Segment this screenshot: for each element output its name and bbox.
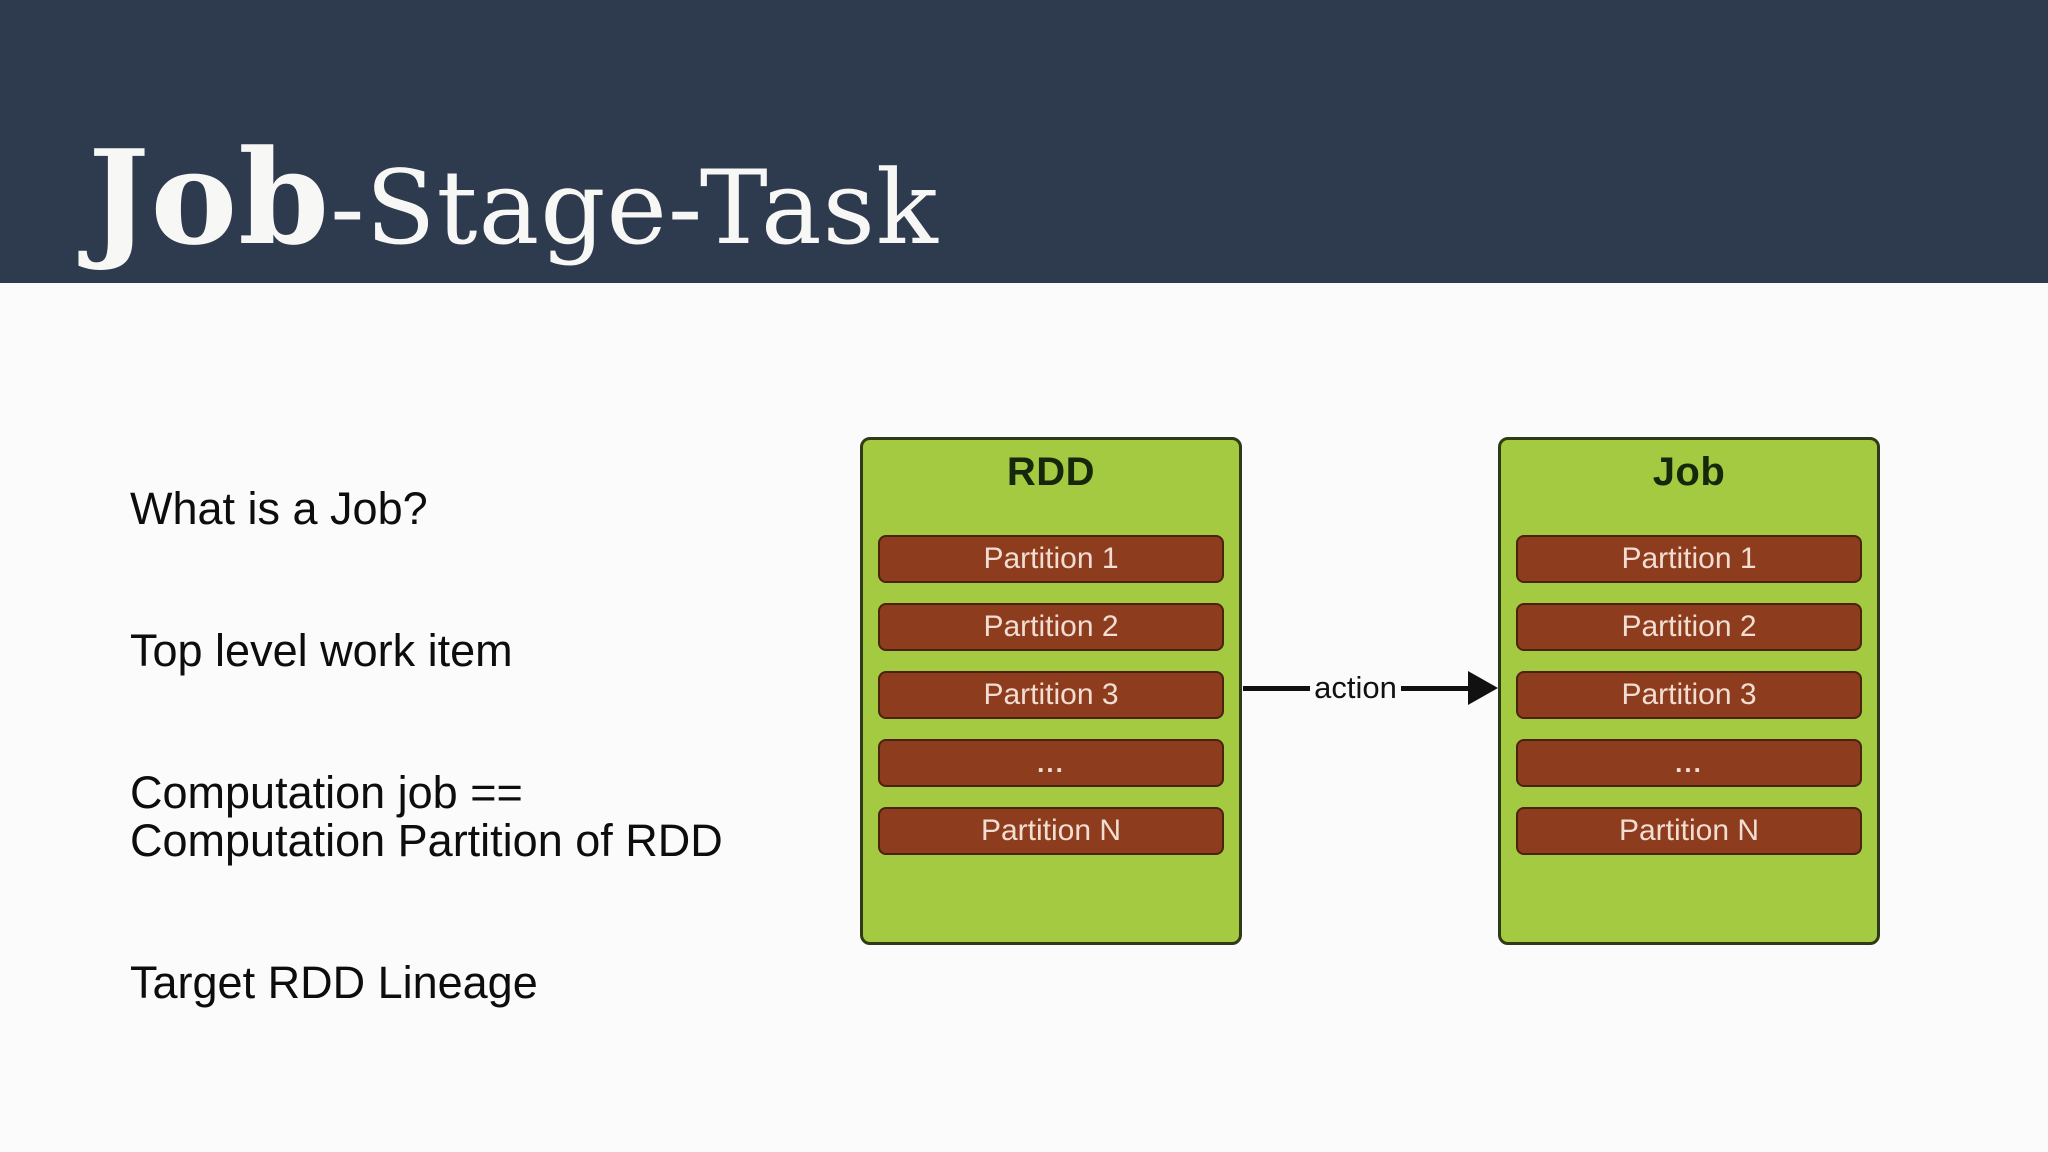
bullet-computation-job: Computation job == Computation Partition… [130, 767, 723, 866]
arrow-label: action [1314, 670, 1397, 705]
bullet-top-level-work-item: Top level work item [130, 625, 513, 676]
arrowhead-icon [1468, 671, 1499, 705]
rdd-partition-list: Partition 1 Partition 2 Partition 3 ... … [878, 535, 1224, 875]
slide-header: Job-Stage-Task [0, 0, 2048, 283]
rdd-partition-n: Partition N [878, 807, 1224, 855]
rdd-partition-2: Partition 2 [878, 603, 1224, 651]
job-partition-list: Partition 1 Partition 2 Partition 3 ... … [1516, 535, 1862, 875]
job-partition-1: Partition 1 [1516, 535, 1862, 583]
job-partition-n: Partition N [1516, 807, 1862, 855]
bullet-target-rdd-lineage: Target RDD Lineage [130, 957, 538, 1008]
bullet-what-is-a-job: What is a Job? [130, 483, 428, 534]
title-emphasis: Job [88, 121, 331, 274]
rdd-partition-1: Partition 1 [878, 535, 1224, 583]
job-box: Job Partition 1 Partition 2 Partition 3 … [1498, 437, 1880, 945]
job-box-title: Job [1652, 450, 1726, 494]
rdd-partition-ellipsis: ... [878, 739, 1224, 787]
page-title: Job-Stage-Task [88, 122, 939, 308]
title-rest: -Stage-Task [330, 149, 939, 268]
action-arrow: action [1243, 670, 1499, 705]
rdd-box-title: RDD [1006, 450, 1096, 494]
rdd-partition-3: Partition 3 [878, 671, 1224, 719]
job-partition-2: Partition 2 [1516, 603, 1862, 651]
arrow-line-right [1400, 685, 1469, 691]
job-partition-ellipsis: ... [1516, 739, 1862, 787]
bullet-list: What is a Job? Top level work item Compu… [130, 437, 750, 1101]
job-partition-3: Partition 3 [1516, 671, 1862, 719]
rdd-box: RDD Partition 1 Partition 2 Partition 3 … [860, 437, 1242, 945]
arrow-line-left [1243, 685, 1311, 691]
